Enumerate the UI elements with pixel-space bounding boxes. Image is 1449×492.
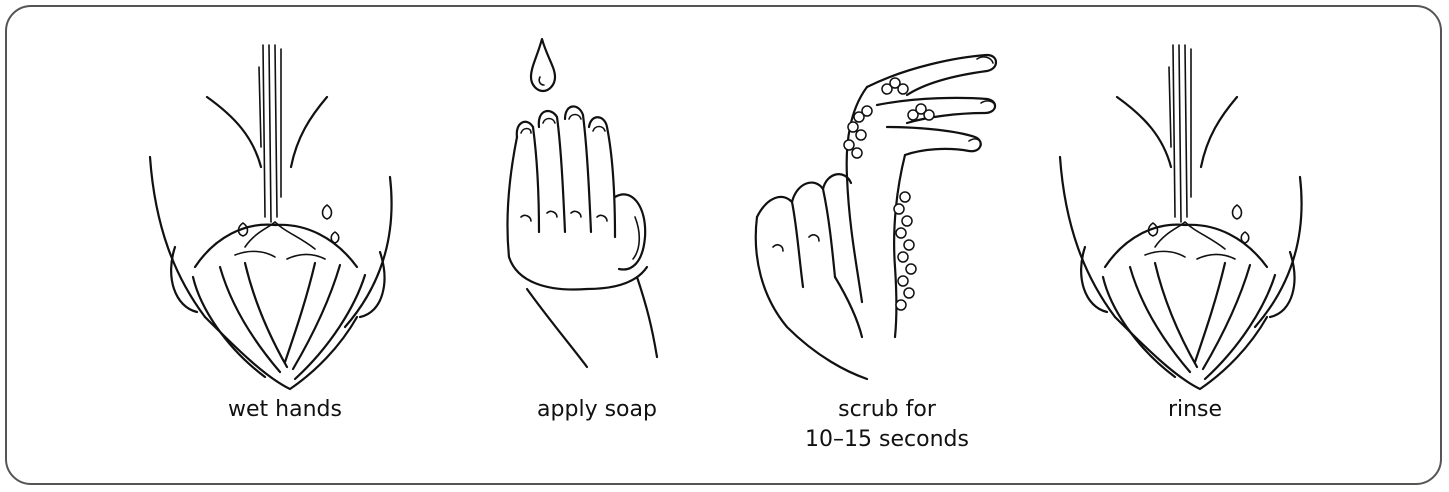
hand-with-soap-drop-icon (447, 27, 747, 397)
step-label-scrub-duration: 10–15 seconds (737, 425, 1037, 455)
cupped-hands-under-water-icon (135, 27, 435, 397)
rinsing-hands-under-water-icon (1045, 27, 1345, 397)
step-label-apply-soap: apply soap (447, 395, 747, 425)
step-label-rinse: rinse (1045, 395, 1345, 425)
step-caption: apply soap (447, 395, 747, 425)
step-caption: wet hands (135, 395, 435, 425)
step-wet-hands: wet hands (135, 7, 435, 487)
instruction-panel: wet hands (5, 5, 1442, 485)
step-scrub: scrub for 10–15 seconds (737, 7, 1037, 487)
step-label-wet-hands: wet hands (135, 395, 435, 425)
scrubbing-hands-icon (737, 27, 1037, 397)
step-caption: scrub for 10–15 seconds (737, 395, 1037, 455)
step-caption: rinse (1045, 395, 1345, 425)
step-rinse: rinse (1045, 7, 1345, 487)
step-apply-soap: apply soap (447, 7, 747, 487)
step-label-scrub: scrub for (737, 395, 1037, 425)
